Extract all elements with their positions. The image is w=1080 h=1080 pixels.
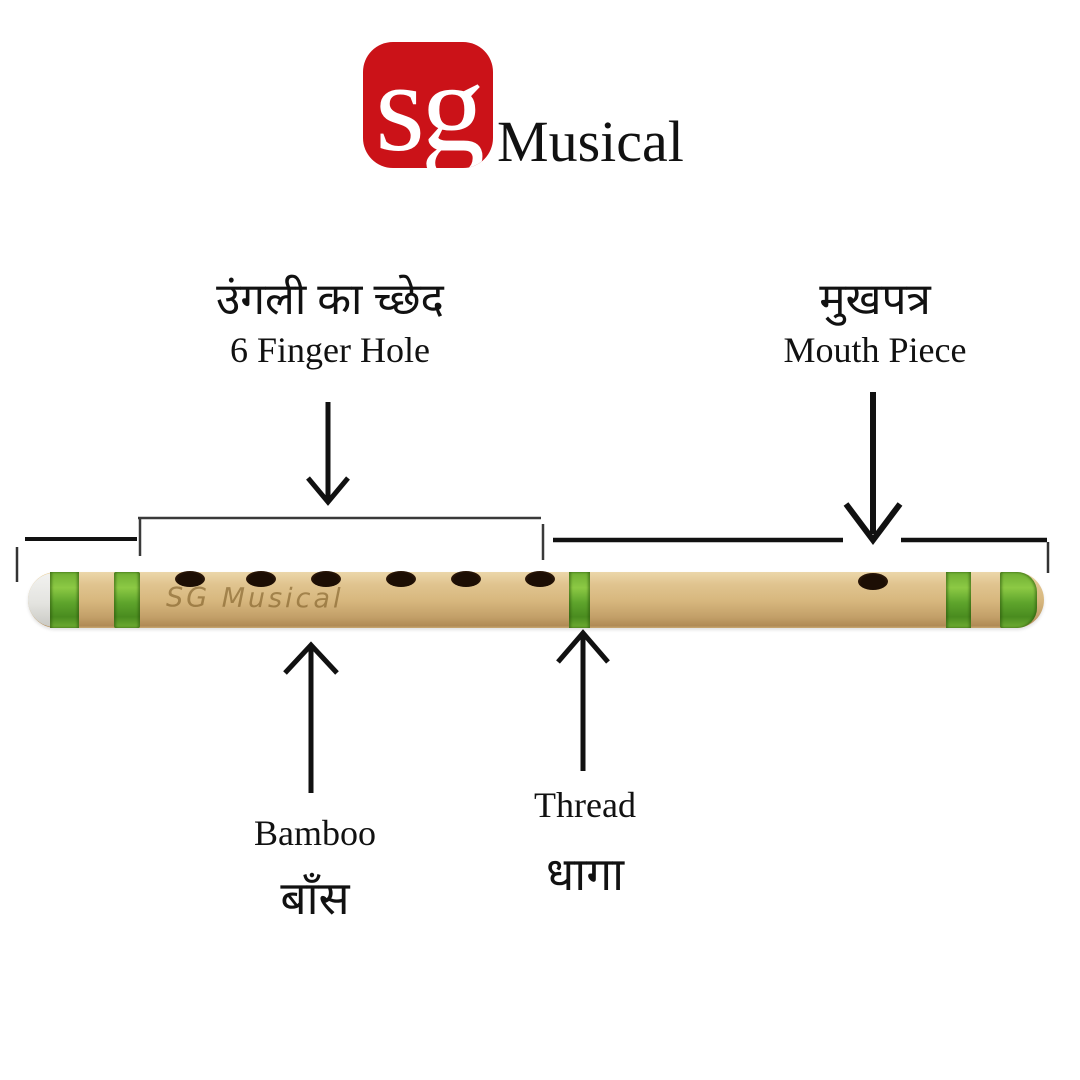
finger-hole-arrow [306,402,350,506]
sg-logo-text: sg [375,42,485,168]
finger-hole-label-english: 6 Finger Hole [230,330,430,370]
thread-label-hindi: धागा [545,848,625,900]
thread-wrap-middle [569,572,590,628]
bamboo-label: Bamboo बाँस [165,810,465,926]
mouth-piece-label-english: Mouth Piece [783,330,967,370]
thread-arrow [556,629,610,771]
bamboo-label-english: Bamboo [254,813,376,853]
mouth-piece-label: मुखपत्र Mouth Piece [675,272,1075,374]
finger-hole-6 [525,571,555,587]
finger-hole-label-hindi: उंगली का च्छेद [216,275,444,324]
finger-hole-1 [175,571,205,587]
finger-hole-5 [451,571,481,587]
finger-hole-4 [386,571,416,587]
finger-hole-2 [246,571,276,587]
mouth-piece-label-hindi: मुखपत्र [819,275,931,324]
thread-wrap-left-inner [114,572,140,628]
bamboo-label-hindi: बाँस [280,872,350,924]
thread-wrap-right-outer [1000,572,1037,628]
mouth-piece-arrow [843,392,903,545]
finger-hole-label: उंगली का च्छेद 6 Finger Hole [130,272,530,374]
thread-label-english: Thread [534,785,636,825]
finger-hole-3 [311,571,341,587]
bamboo-arrow [283,641,339,793]
sg-logo: sg [363,42,493,168]
thread-wrap-left-outer [50,572,79,628]
brand-name: Musical [497,109,684,174]
thread-wrap-right-inner [946,572,971,628]
thread-label: Thread धागा [435,782,735,902]
blow-hole [858,573,888,590]
